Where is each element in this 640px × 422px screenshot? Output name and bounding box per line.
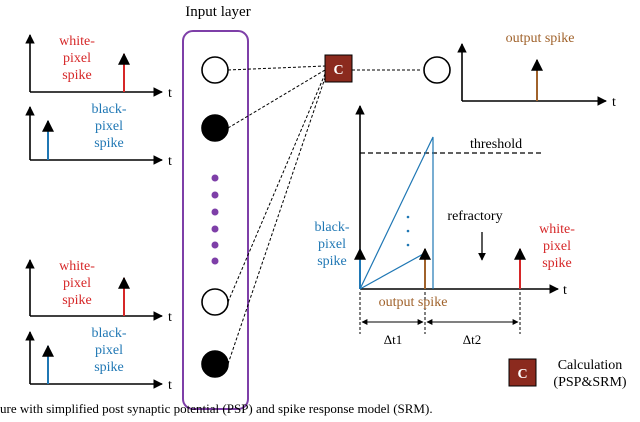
input-neuron-white-top	[201, 56, 229, 84]
calculation-node	[324, 54, 353, 83]
psp-curve	[359, 136, 434, 290]
axis-t-label: t	[168, 310, 172, 325]
continuation-dots	[406, 215, 410, 247]
plot-membrane-potential	[354, 105, 559, 334]
plot-black-spike-top	[25, 106, 163, 165]
legend-calculation-label-1: Calculation	[558, 358, 623, 373]
black-spike-label-2: pixel	[95, 119, 123, 134]
axis-t-label: t	[168, 378, 172, 393]
black-spike-label-1: black-	[92, 326, 127, 341]
psp-white-label-3: spike	[542, 256, 572, 271]
black-spike-label-2: pixel	[95, 343, 123, 358]
input-neuron-black-bottom	[201, 350, 229, 378]
input-layer-title: Input layer	[185, 4, 250, 20]
output-spike-label-top: output spike	[506, 31, 575, 46]
black-spike-label-1: black-	[92, 102, 127, 117]
black-spike-label-3: spike	[94, 360, 124, 375]
white-spike-label-1: white-	[59, 34, 95, 49]
plot-white-spike-top	[25, 34, 163, 97]
white-spike-label-2: pixel	[63, 276, 91, 291]
refractory-label: refractory	[447, 209, 502, 224]
psp-white-label-1: white-	[539, 222, 575, 237]
axis-t-label: t	[168, 154, 172, 169]
synapse-connections	[227, 65, 422, 365]
black-spike-label-3: spike	[94, 136, 124, 151]
input-neuron-white-bottom	[201, 288, 229, 316]
axis-t-label: t	[612, 95, 616, 110]
neuron-ellipsis	[211, 174, 219, 265]
plot-black-spike-bottom	[25, 331, 163, 389]
dt2-label: Δt2	[463, 332, 481, 347]
legend-calculation-letter: C	[517, 367, 527, 382]
plot-white-spike-bottom	[25, 259, 163, 321]
axis-t-label: t	[563, 283, 567, 298]
axis-t-label: t	[168, 86, 172, 101]
input-layer-box	[182, 30, 249, 410]
input-neuron-black-top	[201, 114, 229, 142]
figure-caption: ure with simplified post synaptic potent…	[0, 401, 433, 416]
psp-white-label-2: pixel	[543, 239, 571, 254]
white-spike-label-2: pixel	[63, 51, 91, 66]
srm-ramp	[359, 252, 426, 290]
calculation-node-letter: C	[333, 63, 343, 78]
legend-calculation-label-2: (PSP&SRM)	[553, 375, 626, 390]
psp-black-label-2: pixel	[318, 237, 346, 252]
psp-black-label-3: spike	[317, 254, 347, 269]
white-spike-label-3: spike	[62, 293, 92, 308]
psp-black-label-1: black-	[315, 220, 350, 235]
dt1-label: Δt1	[384, 332, 402, 347]
legend-calculation-icon	[508, 358, 537, 387]
output-neuron	[423, 56, 451, 84]
threshold-label: threshold	[470, 137, 522, 152]
output-spike-label-bottom: output spike	[379, 295, 448, 310]
white-spike-label-3: spike	[62, 68, 92, 83]
plot-output-spike	[457, 43, 607, 106]
white-spike-label-1: white-	[59, 259, 95, 274]
